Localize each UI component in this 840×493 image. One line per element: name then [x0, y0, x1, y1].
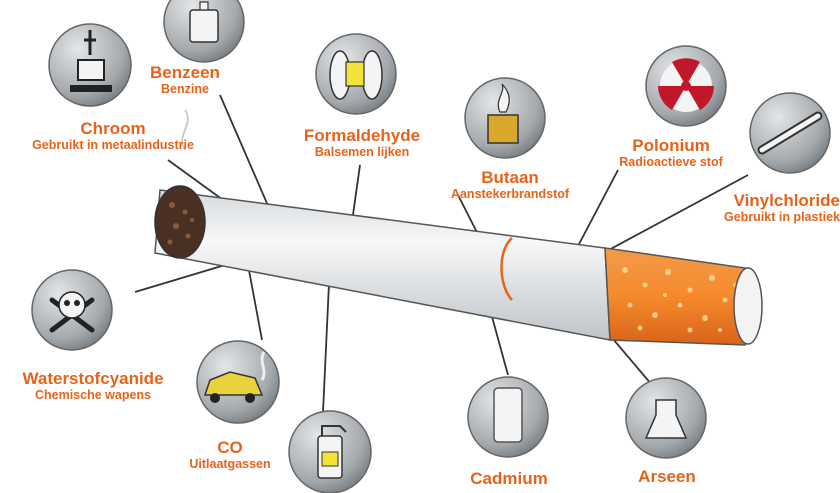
label-cadmium: Cadmium	[454, 469, 564, 489]
label-arseen: Arseen	[622, 467, 712, 487]
label-butaan: Butaan Aanstekerbrandstof	[420, 168, 600, 201]
label-title: Polonium	[632, 136, 710, 155]
label-sub: Uitlaatgassen	[189, 456, 271, 471]
label-sub: Aanstekerbrandstof	[450, 186, 570, 201]
label-sub: Gebruikt in metaalindustrie	[32, 137, 194, 152]
label-title: Benzeen	[150, 63, 220, 82]
label-sub: Balsemen lijken	[314, 144, 410, 159]
cigarette	[154, 109, 763, 346]
label-sub: Benzine	[160, 81, 209, 96]
label-chroom: Chroom Gebruikt in metaalindustrie	[0, 119, 226, 152]
label-co: CO Uitlaatgassen	[170, 438, 290, 471]
corpse-tag-feet-icon	[315, 33, 397, 115]
skull-crossbones-icon	[31, 269, 113, 351]
label-polonium: Polonium Radioactieve stof	[596, 136, 746, 169]
label-title: Butaan	[481, 168, 539, 187]
label-waterstofcyanide: Waterstofcyanide Chemische wapens	[0, 369, 186, 402]
label-title: Vinylchloride	[733, 191, 840, 210]
label-title: Arseen	[638, 467, 696, 486]
metal-press-icon	[48, 23, 132, 107]
plastic-pipe-icon	[749, 92, 831, 174]
flask-icon	[625, 377, 707, 459]
label-formaldehyde: Formaldehyde Balsemen lijken	[286, 126, 438, 159]
label-vinylchloride: Vinylchloride Gebruikt in plastiek	[690, 191, 840, 224]
label-title: Cadmium	[470, 469, 548, 488]
radiation-icon	[645, 45, 727, 127]
label-sub: Gebruikt in plastiek	[723, 209, 840, 224]
label-sub: Chemische wapens	[34, 387, 151, 402]
battery-icon	[467, 376, 549, 458]
label-title: Waterstofcyanide	[22, 369, 164, 388]
label-title: CO	[217, 438, 243, 457]
spray-bottle-icon	[288, 410, 372, 493]
label-benzeen: Benzeen Benzine	[150, 63, 220, 96]
car-exhaust-icon	[196, 340, 280, 424]
lighter-icon	[464, 77, 546, 159]
label-title: Chroom	[80, 119, 146, 138]
fuel-can-icon	[163, 0, 245, 63]
label-title: Formaldehyde	[303, 126, 421, 145]
label-sub: Radioactieve stof	[619, 154, 723, 169]
